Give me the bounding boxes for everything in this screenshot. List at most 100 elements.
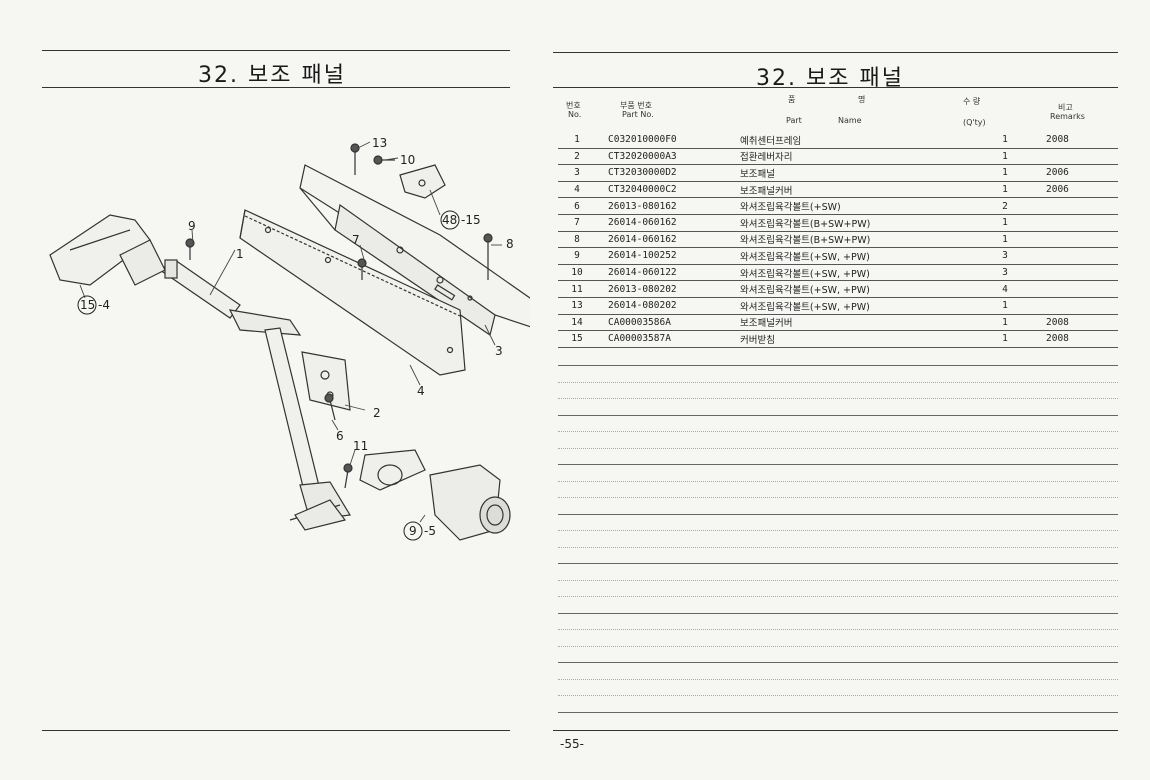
cell-part-no: C032010000F0 [596, 132, 728, 149]
cell-name: 보조패널커버 [728, 181, 970, 199]
cell-remarks: 2006 [1040, 164, 1118, 182]
title-rule-bottom [42, 87, 510, 88]
ruled-line [558, 629, 1118, 630]
bolts [185, 143, 493, 489]
ruled-line [558, 645, 1118, 647]
callout-6: 6 [336, 429, 344, 443]
ruled-line [558, 530, 1118, 531]
page-title-left: 32. 보조 패널 [198, 63, 346, 88]
cell-part-no: CA00003587A [596, 330, 728, 348]
callout-1: 1 [236, 247, 244, 261]
cell-no: 14 [558, 314, 596, 332]
callout-15: 15 [80, 298, 95, 312]
title-rule-bottom-right [553, 87, 1118, 88]
callout-13: 13 [372, 136, 387, 150]
cell-name: 와셔조립육각볼트(+SW, +PW) [728, 247, 970, 265]
cell-part-no: 26014-080202 [596, 297, 728, 315]
cell-no: 9 [558, 247, 596, 265]
header-name-en-2: Name [838, 116, 862, 125]
cell-qty: 1 [970, 181, 1040, 199]
cell-no: 11 [558, 280, 596, 298]
cell-part-no: CT32020000A3 [596, 148, 728, 166]
cell-name: 와셔조립육각볼트(+SW, +PW) [728, 264, 970, 282]
callout-48: 48 [442, 213, 457, 227]
ruled-line [558, 447, 1118, 449]
cell-remarks [1040, 197, 1118, 215]
cell-no: 6 [558, 197, 596, 215]
cell-no: 3 [558, 164, 596, 182]
cell-remarks [1040, 231, 1118, 249]
cell-no: 15 [558, 330, 596, 348]
ruled-line [558, 381, 1118, 383]
header-partno-kr: 부품 번호 [620, 101, 652, 110]
title-rule-top-right [553, 52, 1118, 53]
bottom-rule-right [553, 730, 1118, 731]
page-number: -55- [560, 737, 584, 751]
right-page: 32. 보조 패널 번호 No. 부품 번호 Part No. 품 명 Part… [548, 0, 1150, 780]
cell-qty: 1 [970, 148, 1040, 166]
callout-7: 7 [352, 233, 360, 247]
callout-4: 4 [417, 384, 425, 398]
cell-name: 예취센터프레임 [728, 132, 970, 149]
leader-lines [79, 141, 502, 523]
cell-name: 보조패널커버 [728, 314, 970, 332]
part-3-aux-panel [299, 164, 541, 336]
ruled-line [558, 678, 1118, 680]
cell-part-no: 26014-100252 [596, 247, 728, 265]
part-4-left-bracket [49, 214, 178, 286]
cell-name: 커버받침 [728, 330, 970, 348]
part-4-cover [239, 209, 466, 376]
cell-qty: 1 [970, 132, 1040, 149]
ruled-line [558, 711, 1118, 713]
part-1-center-frame [158, 259, 351, 531]
cell-remarks: 2008 [1040, 132, 1118, 149]
ruled-line [558, 695, 1118, 696]
ruled-line [558, 464, 1118, 465]
cell-qty: 2 [970, 197, 1040, 215]
cell-no: 8 [558, 231, 596, 249]
cell-remarks [1040, 280, 1118, 298]
ruled-line [558, 480, 1118, 482]
cell-qty: 3 [970, 264, 1040, 282]
cell-qty: 1 [970, 214, 1040, 232]
cell-name: 와셔조립육각볼트(+SW, +PW) [728, 280, 970, 298]
ruled-line [558, 596, 1118, 597]
cell-no: 10 [558, 264, 596, 282]
cell-qty: 1 [970, 164, 1040, 182]
cell-qty: 1 [970, 330, 1040, 348]
title-rule-top [42, 50, 510, 51]
callout-2: 2 [373, 406, 381, 420]
cell-remarks [1040, 247, 1118, 265]
cell-no: 1 [558, 132, 596, 149]
cell-no: 4 [558, 181, 596, 199]
ruled-line [558, 579, 1118, 581]
ruled-line [558, 398, 1118, 399]
callout-15-suffix: -4 [98, 298, 110, 312]
bottom-rule-left [42, 730, 510, 731]
ruled-line [558, 662, 1118, 663]
header-remarks-kr: 비고 [1058, 103, 1073, 112]
header-name-kr-1: 품 [788, 95, 796, 104]
part-15-bracket [399, 164, 446, 199]
part-5-housing [359, 449, 511, 541]
header-no-kr: 번호 [566, 101, 581, 110]
header-partno-en: Part No. [622, 110, 654, 119]
cell-name: 와셔조립육각볼트(+SW, +PW) [728, 297, 970, 315]
ruled-line [558, 431, 1118, 432]
cell-part-no: CA00003586A [596, 314, 728, 332]
callout-3: 3 [495, 344, 503, 358]
cell-part-no: 26014-060162 [596, 231, 728, 249]
cell-qty: 4 [970, 280, 1040, 298]
cell-name: 와셔조립육각볼트(B+SW+PW) [728, 231, 970, 249]
callout-9b-suffix: -5 [424, 524, 436, 538]
cell-remarks: 2008 [1040, 314, 1118, 332]
